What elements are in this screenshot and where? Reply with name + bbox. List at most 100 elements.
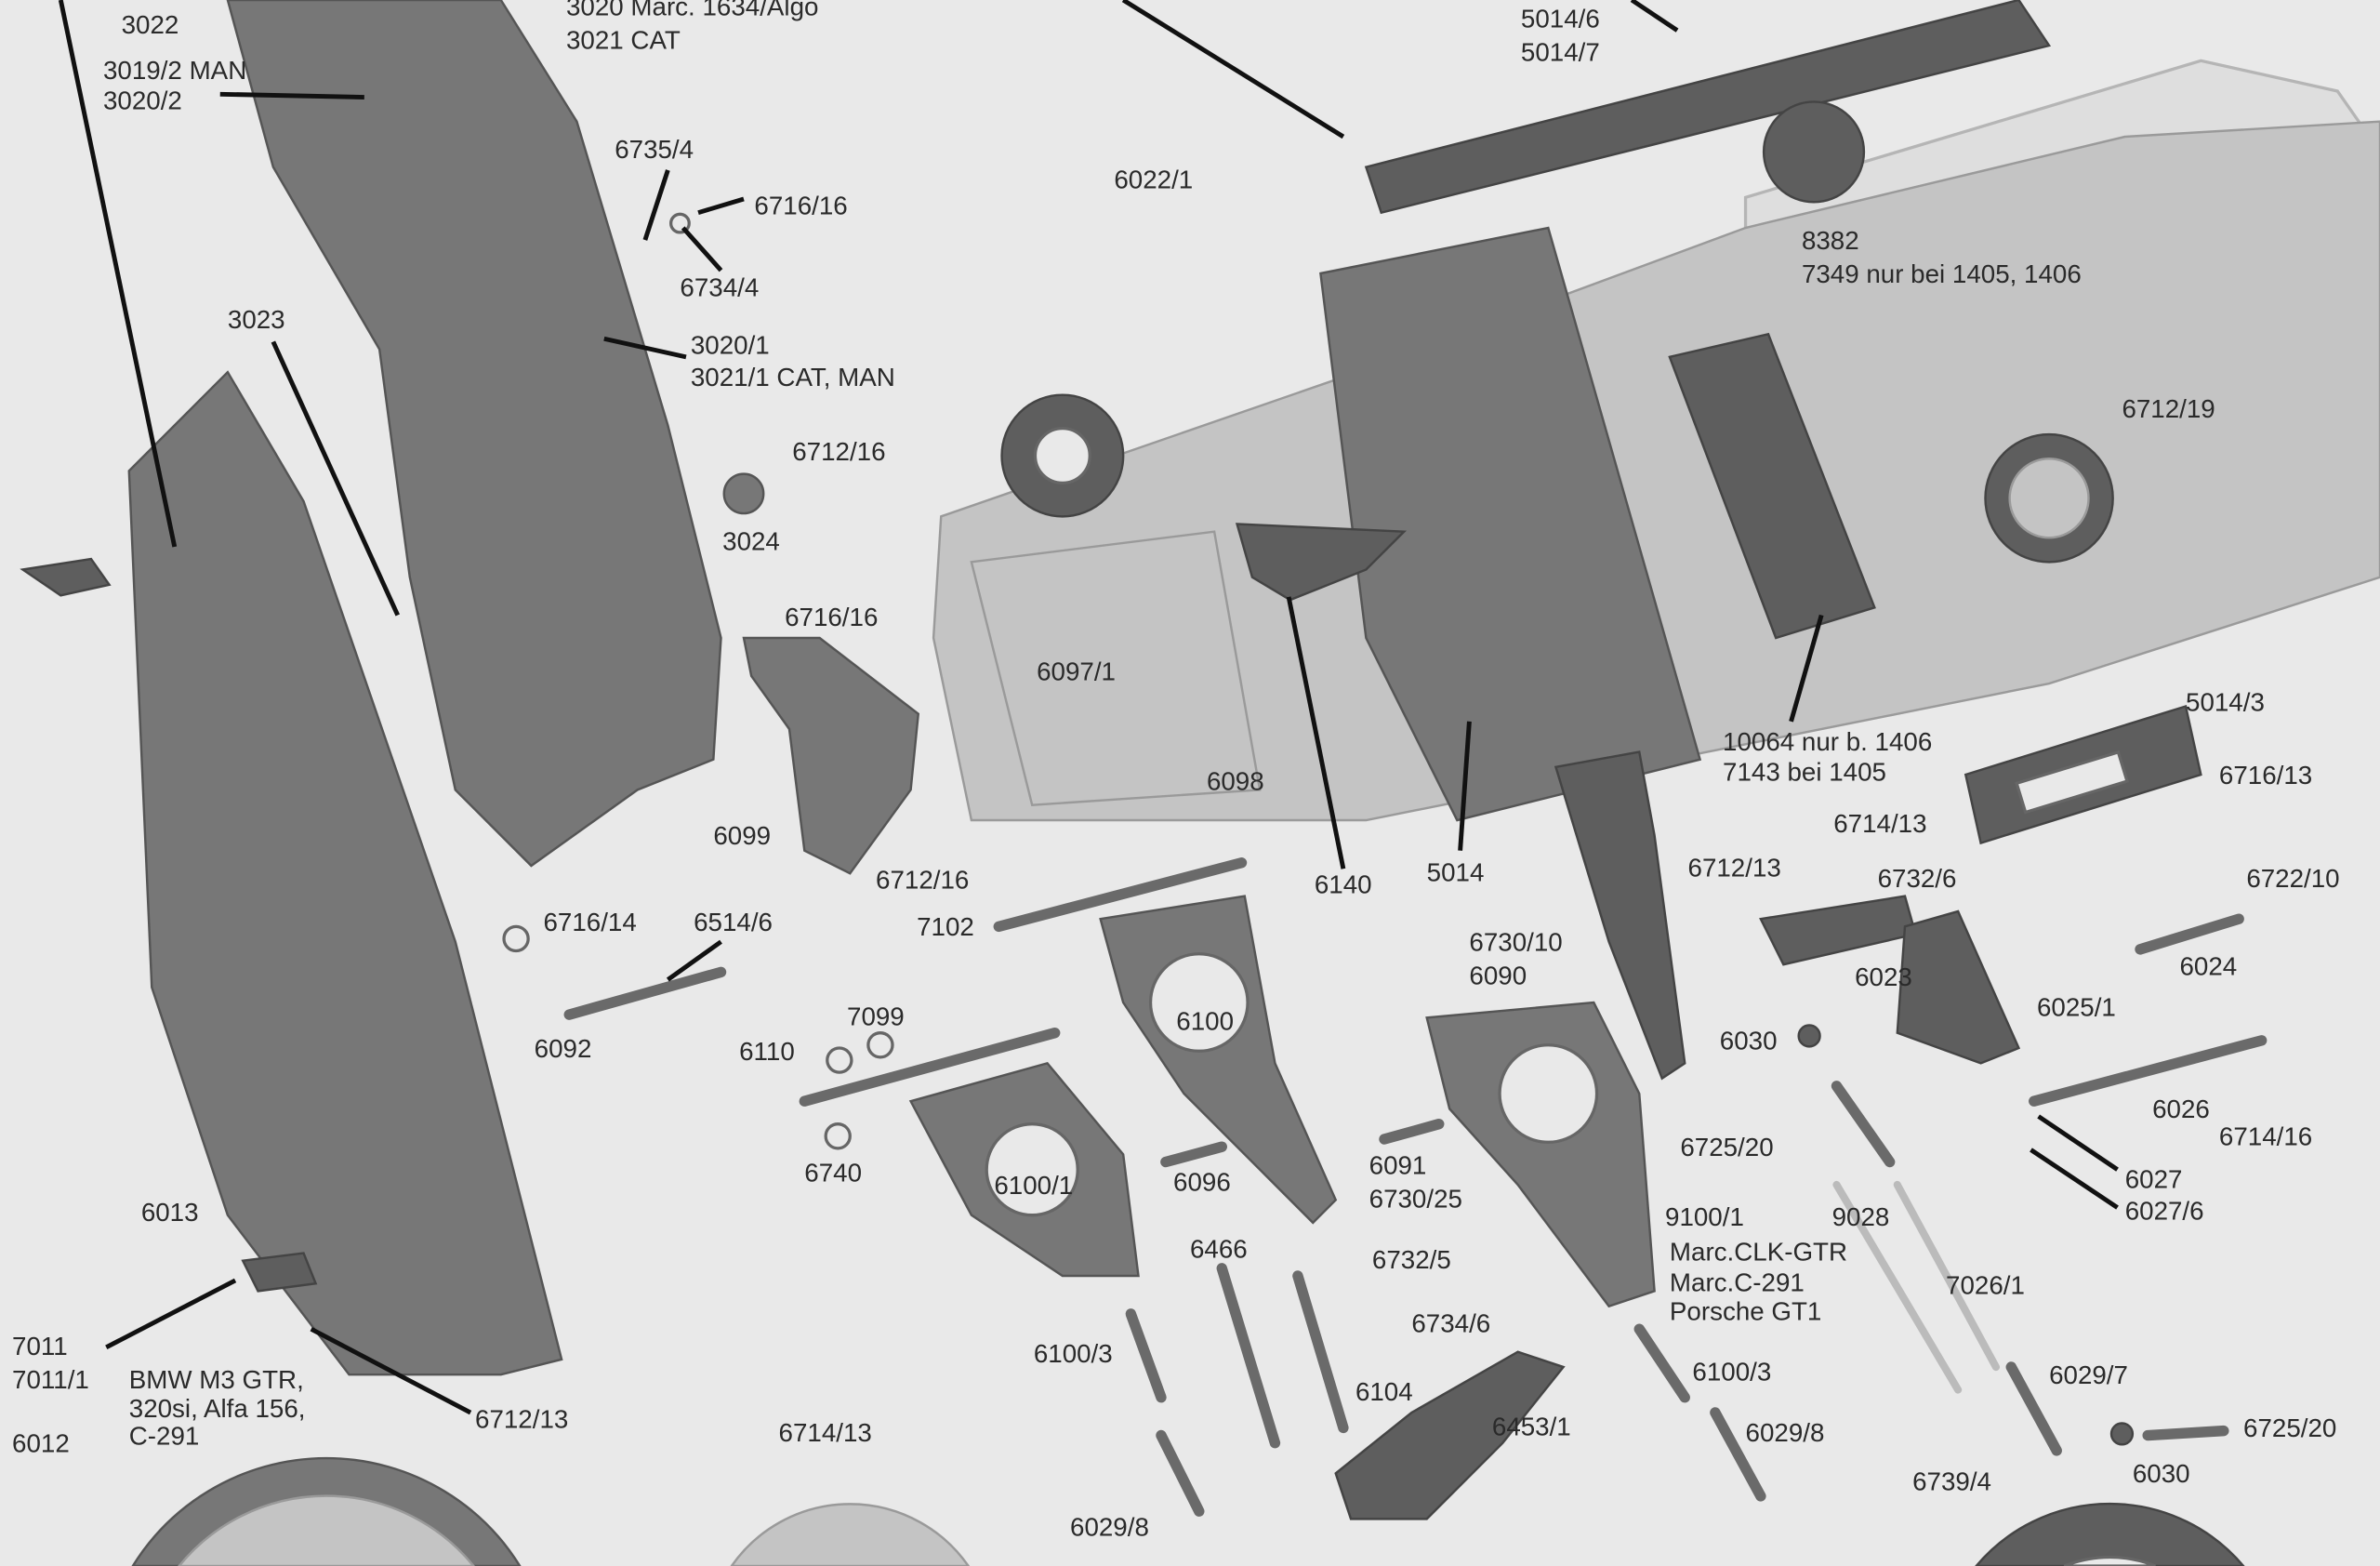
pin-6104 [1292, 1270, 1349, 1434]
ball-6030-lower [2109, 1422, 2135, 1446]
washer-6716-14 [502, 924, 530, 953]
label: 6100 [1176, 1006, 1234, 1035]
label: 5014 [1427, 857, 1485, 886]
label: Marc.C-291 [1670, 1267, 1805, 1296]
label: 6712/13 [1688, 853, 1781, 882]
label: 7349 nur bei 1405, 1406 [1802, 259, 2082, 288]
label: 6722/10 [2246, 864, 2339, 893]
label: 5014/3 [2186, 687, 2265, 716]
label: 6100/3 [1034, 1339, 1113, 1368]
label: 3023 [228, 305, 285, 334]
label: 6716/13 [2219, 761, 2312, 790]
label: 6091 [1369, 1151, 1427, 1180]
a-arm-right-upper [1425, 1001, 1656, 1308]
label: 6030 [2133, 1459, 2190, 1488]
label: 3020/2 [103, 86, 182, 115]
label: 3024 [722, 526, 780, 555]
label: 7102 [917, 912, 974, 941]
front-splitter-3023 [127, 370, 563, 1376]
label: 3021 CAT [566, 25, 681, 54]
label: 6712/16 [792, 437, 885, 466]
label: 6012 [12, 1428, 70, 1457]
label: 5014/6 [1521, 4, 1600, 33]
a-arm-right-upper-hole [1498, 1043, 1599, 1144]
screw-6725-20 [2142, 1425, 2229, 1441]
label: 6100/1 [994, 1171, 1073, 1200]
label: 6453/1 [1492, 1413, 1571, 1441]
rod-end-9028 [1831, 1081, 1896, 1168]
label: 3020/1 [691, 331, 770, 360]
label: 7011 [12, 1332, 68, 1360]
screw-6024 [2135, 913, 2244, 955]
wheel-left-rim [178, 1494, 475, 1566]
label: 6090 [1469, 961, 1527, 989]
label: 6030 [1720, 1027, 1778, 1055]
label: 6716/16 [754, 191, 847, 219]
label: 6100/3 [1692, 1358, 1771, 1387]
label: 6716/14 [543, 908, 636, 936]
label: 6097/1 [1037, 657, 1116, 686]
servo-gear-center [1033, 426, 1091, 485]
label: 6739/4 [1912, 1466, 1991, 1495]
label: 6732/6 [1878, 864, 1957, 893]
label: 6024 [2179, 952, 2237, 981]
ball-6030 [1797, 1024, 1821, 1048]
label: 6099 [713, 821, 771, 850]
label: 3019/2 MAN [103, 56, 246, 85]
label: 7099 [847, 1002, 905, 1031]
turnbuckle-6100-3-right [1633, 1323, 1690, 1403]
decal-round-inner [2008, 458, 2090, 539]
leader-lines [58, 0, 2119, 1415]
body-mount-3020-2 [226, 0, 722, 868]
label: 6110 [739, 1037, 795, 1066]
label: 6096 [1173, 1168, 1231, 1197]
label: 6734/6 [1411, 1308, 1490, 1337]
rod-end-6029-8-left [1156, 1429, 1205, 1517]
label: 6514/6 [694, 908, 773, 936]
label: 6712/16 [876, 866, 969, 895]
label: 6734/4 [680, 273, 759, 302]
label: 6027 [2125, 1164, 2183, 1193]
label: 6023 [1855, 962, 1912, 991]
battery-holder-frame [1668, 332, 1876, 640]
steering-link-6453-1 [1334, 1350, 1566, 1520]
pin-6466 [1216, 1263, 1281, 1449]
label: 6714/16 [2219, 1122, 2312, 1151]
label: 6466 [1190, 1234, 1248, 1263]
rod-9028-long [1832, 1180, 1963, 1394]
servo-saver-6140 [1235, 523, 1408, 602]
label: 7143 bei 1405 [1723, 758, 1886, 787]
washer-3024 [722, 472, 765, 515]
label: 7011/1 [12, 1365, 89, 1394]
label: 6716/16 [785, 603, 878, 631]
label: 6140 [1315, 869, 1372, 898]
label: 6730/25 [1369, 1185, 1462, 1214]
label: 6098 [1207, 766, 1264, 795]
rod-7026-1 [1893, 1180, 2001, 1372]
label: 6732/5 [1372, 1245, 1451, 1274]
label: 6712/19 [2122, 394, 2215, 423]
label: 3020 Marc. 1634/Algo [566, 0, 818, 20]
wheel-center [730, 1503, 971, 1566]
label: 6029/7 [2049, 1360, 2128, 1389]
washer-6740 [824, 1122, 852, 1150]
label: 6104 [1355, 1377, 1413, 1406]
label: 6714/13 [1833, 809, 1926, 838]
label: 6025/1 [2037, 993, 2116, 1022]
label: 6027/6 [2125, 1197, 2204, 1226]
steering-arm-5014 [1554, 750, 1686, 1081]
label: 5014/7 [1521, 37, 1600, 66]
decal-8382 [1762, 100, 1866, 204]
label: 10064 nur b. 1406 [1723, 727, 1932, 756]
label: 6714/13 [779, 1418, 872, 1447]
clip-left [20, 557, 112, 597]
label: 6029/8 [1070, 1512, 1149, 1541]
turnbuckle-6100-3-left [1125, 1308, 1167, 1403]
label: 6712/13 [475, 1404, 568, 1433]
washer-7099 [866, 1031, 894, 1059]
bumper-mount-slot [2015, 750, 2130, 815]
label: 9100/1 [1665, 1202, 1744, 1231]
link-6026 [2029, 1035, 2268, 1107]
part-labels: 3022 3019/2 MAN 3020/2 3020 Marc. 1634/A… [12, 0, 2340, 1541]
